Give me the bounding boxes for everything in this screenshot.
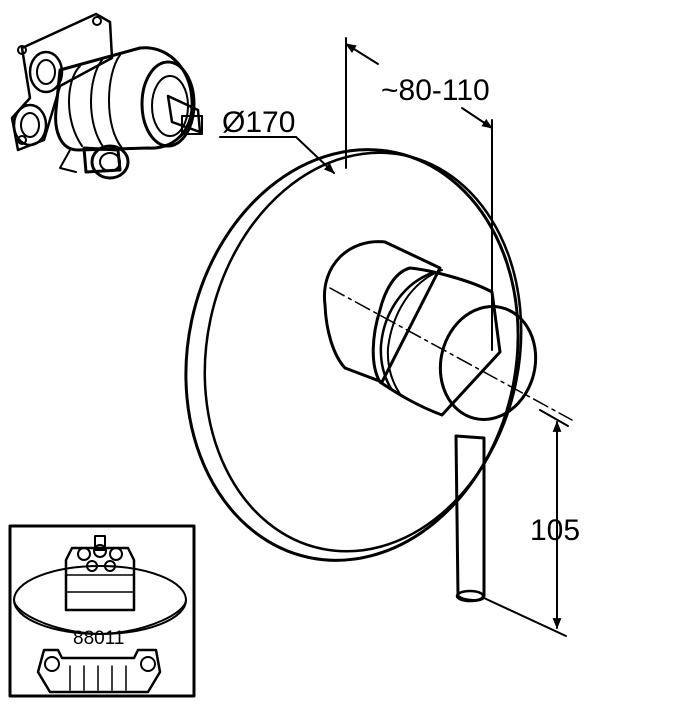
diameter-label: Ø170 <box>222 106 295 139</box>
centre-line <box>329 287 573 421</box>
part-number-label: 88011 <box>73 628 124 649</box>
lever <box>454 434 486 603</box>
projection-dimension: ~80-110 <box>345 37 493 351</box>
inset-panel: 88011 <box>8 524 196 698</box>
cover-plate <box>184 148 523 562</box>
projection-label: ~80-110 <box>381 74 490 107</box>
height-label: 105 <box>530 514 580 547</box>
diameter-dimension: Ø170 <box>219 106 335 174</box>
handle-body <box>322 240 538 421</box>
valve-rough-in-sketch <box>10 12 203 180</box>
height-dimension: 105 <box>483 409 580 637</box>
